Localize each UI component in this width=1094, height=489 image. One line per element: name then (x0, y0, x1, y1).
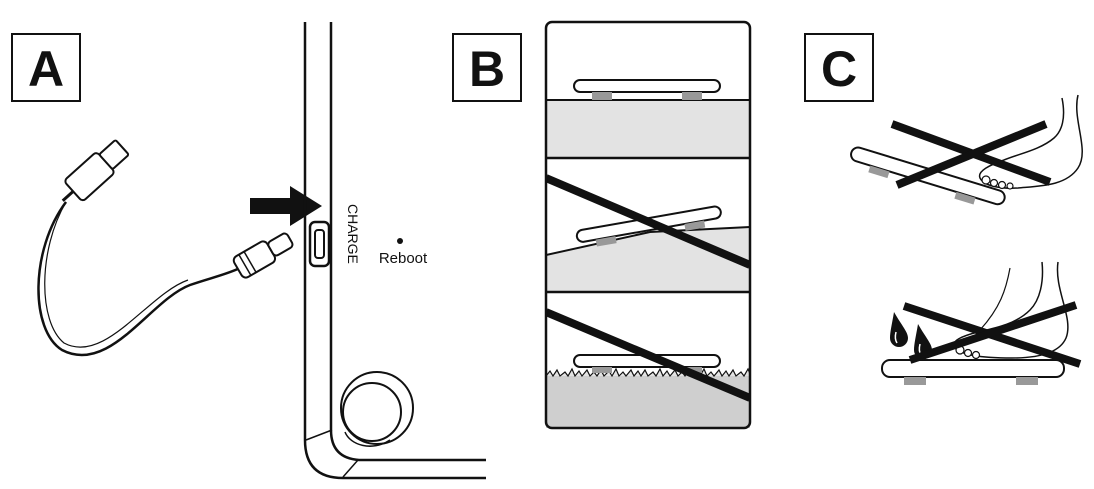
panel-a: A (11, 22, 486, 480)
cross-out-line (546, 308, 750, 402)
panel-b-frame (544, 20, 752, 430)
panel-b: B (452, 20, 752, 430)
cross-out-icon (890, 120, 1052, 189)
panel-a-label-box (11, 33, 81, 102)
reboot-label: Reboot (379, 250, 428, 267)
surface-flat (546, 79, 750, 158)
cross-out-icon (902, 301, 1082, 368)
surface-grass (546, 308, 750, 428)
knob (340, 371, 414, 447)
charge-port (308, 220, 331, 268)
usb-c-cable-icon (37, 139, 294, 357)
charge-label: CHARGE (345, 204, 361, 264)
surface-uneven (546, 174, 750, 292)
reboot-pinhole (397, 238, 403, 244)
device-body (303, 22, 486, 480)
panel-c: C (804, 33, 1083, 385)
panel-b-letter: B (469, 41, 505, 97)
panel-a-letter: A (28, 41, 64, 97)
panel-c-letter: C (821, 41, 857, 97)
arrow-right-icon (250, 186, 322, 226)
panel-b-label-box (452, 33, 522, 102)
cross-out-line (546, 174, 750, 269)
panel-c-label-box (804, 33, 874, 102)
wet-feet-on-scale (881, 261, 1082, 385)
tilted-scale-with-foot (850, 94, 1083, 206)
